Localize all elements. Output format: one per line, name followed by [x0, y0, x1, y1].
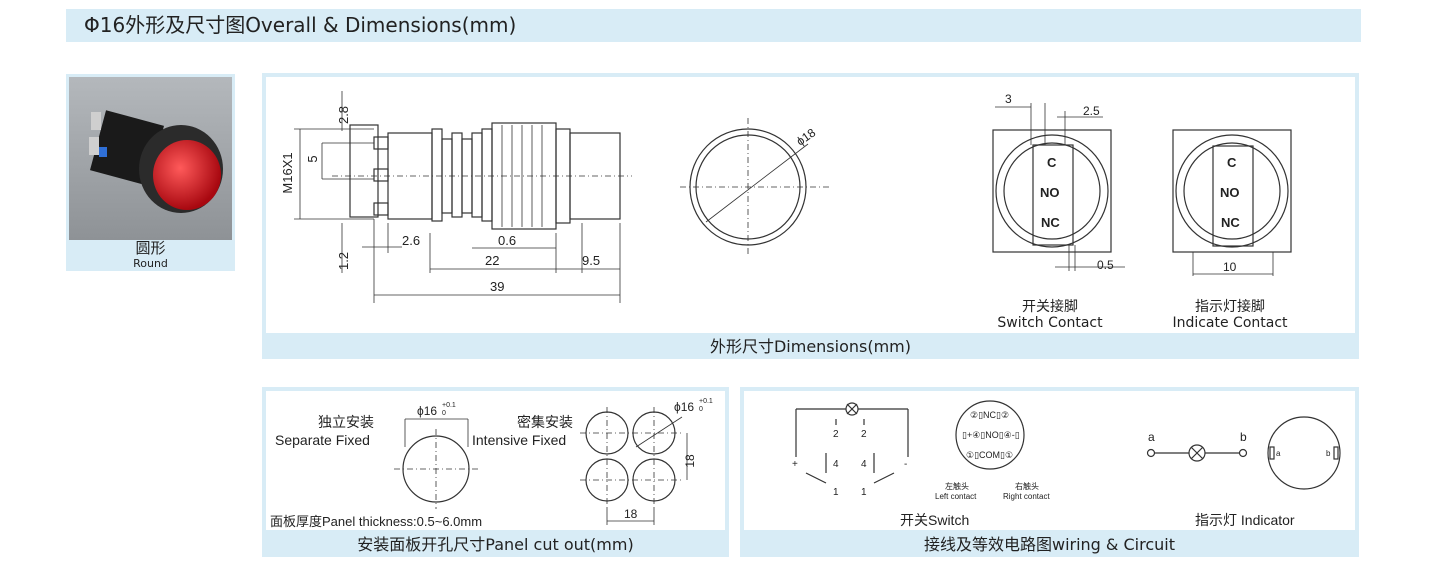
ind-c: C: [1227, 155, 1237, 170]
dim-0-6: 0.6: [498, 233, 516, 248]
switch-label: 开关Switch: [900, 512, 969, 528]
dim-2-8: 2.8: [336, 106, 351, 124]
ind-no: NO: [1220, 185, 1240, 200]
hole-dia-2: ϕ16: [674, 400, 694, 414]
pin-4-right: 4: [861, 459, 867, 470]
side-view-drawing: 2.8 5 M16X1 1.2 2.6 0.6 22 9.5 39: [280, 91, 632, 303]
pin-1-left: 1: [833, 487, 839, 498]
product-photo: [69, 77, 232, 240]
pin-1-right: 1: [861, 487, 867, 498]
tol-down-1: 0: [442, 410, 446, 417]
pin-minus: -: [904, 459, 907, 470]
wiring-drawing: + - 2 2 4 4 1 1 开关Switch ②▯NC▯② ▯+④▯NO▯④…: [792, 400, 1341, 528]
shape-label-zh: 圆形: [135, 239, 166, 257]
sw-no: NO: [1040, 185, 1060, 200]
pitch-v: 18: [683, 454, 697, 468]
pin-4-left: 4: [833, 459, 839, 470]
separate-zh: 独立安装: [318, 414, 374, 430]
switch-contact-en: Switch Contact: [997, 315, 1103, 331]
dim-3: 3: [1005, 92, 1012, 106]
left-contact-en: Left contact: [935, 492, 977, 501]
dim-5: 5: [305, 155, 320, 162]
cutout-panel: [262, 387, 729, 534]
title-bar: [66, 9, 1361, 42]
sw-c: C: [1047, 155, 1057, 170]
pin-plus: +: [792, 459, 798, 470]
indicator-label: 指示灯 Indicator: [1195, 512, 1295, 528]
dim-22: 22: [485, 253, 499, 268]
sw-nc: NC: [1041, 215, 1060, 230]
indicate-contact-zh: 指示灯接脚: [1195, 299, 1265, 315]
lamp-b: b: [1240, 430, 1247, 444]
tol-up-1: +0.1: [442, 402, 456, 409]
panel-thickness: 面板厚度Panel thickness:0.5~6.0mm: [270, 514, 482, 529]
pin-2-left: 2: [833, 429, 839, 440]
front-view-drawing: ϕ18: [680, 118, 830, 255]
right-contact-en: Right contact: [1003, 492, 1050, 501]
dimensions-panel: [262, 73, 1359, 337]
left-contact-zh: 左触头: [945, 481, 969, 491]
separate-en: Separate Fixed: [275, 432, 370, 448]
dim-0-5: 0.5: [1097, 258, 1114, 272]
lamp-a: a: [1148, 430, 1155, 444]
hole-dia-1: ϕ16: [417, 404, 437, 418]
cutout-caption: 安装面板开孔尺寸Panel cut out(mm): [262, 533, 729, 557]
indicate-contact-en: Indicate Contact: [1172, 315, 1288, 331]
right-contact-zh: 右触头: [1015, 481, 1039, 491]
dim-10: 10: [1223, 260, 1237, 274]
switch-contact-zh: 开关接脚: [1022, 299, 1078, 315]
dimensions-caption: 外形尺寸Dimensions(mm): [262, 335, 1359, 359]
switch-contact-drawing: 3 2.5 C NO NC 0.5: [992, 92, 1125, 272]
lamp-pin-b: b: [1326, 449, 1331, 458]
indicate-contact-drawing: C NO NC 10: [1172, 129, 1292, 276]
dim-m16: M16X1: [280, 152, 295, 193]
wiring-panel: [740, 387, 1359, 534]
lamp-pin-a: a: [1276, 449, 1281, 458]
dim-1-2: 1.2: [336, 252, 351, 270]
ind-nc: NC: [1221, 215, 1240, 230]
tol-down-2: 0: [699, 406, 703, 413]
dim-phi18: ϕ18: [794, 125, 819, 148]
dim-2-6: 2.6: [402, 233, 420, 248]
dim-9-5: 9.5: [582, 253, 600, 268]
pitch-h: 18: [624, 507, 638, 521]
intensive-en: Intensive Fixed: [472, 432, 566, 448]
cutout-drawing: 独立安装 Separate Fixed ϕ16 +0.1 0 密集安装 Inte…: [270, 398, 713, 529]
dim-2-5: 2.5: [1083, 104, 1100, 118]
pin-2-right: 2: [861, 429, 867, 440]
socket-row3: ①▯COM▯①: [966, 450, 1013, 460]
socket-row2: ▯+④▯NO▯④-▯: [962, 430, 1020, 440]
dim-39: 39: [490, 279, 504, 294]
tol-up-2: +0.1: [699, 398, 713, 405]
wiring-caption: 接线及等效电路图wiring & Circuit: [740, 533, 1359, 557]
page-title: Φ16外形及尺寸图Overall & Dimensions(mm): [84, 13, 517, 37]
socket-row1: ②▯NC▯②: [970, 410, 1009, 420]
intensive-zh: 密集安装: [517, 414, 573, 430]
shape-label-en: Round: [133, 257, 168, 270]
